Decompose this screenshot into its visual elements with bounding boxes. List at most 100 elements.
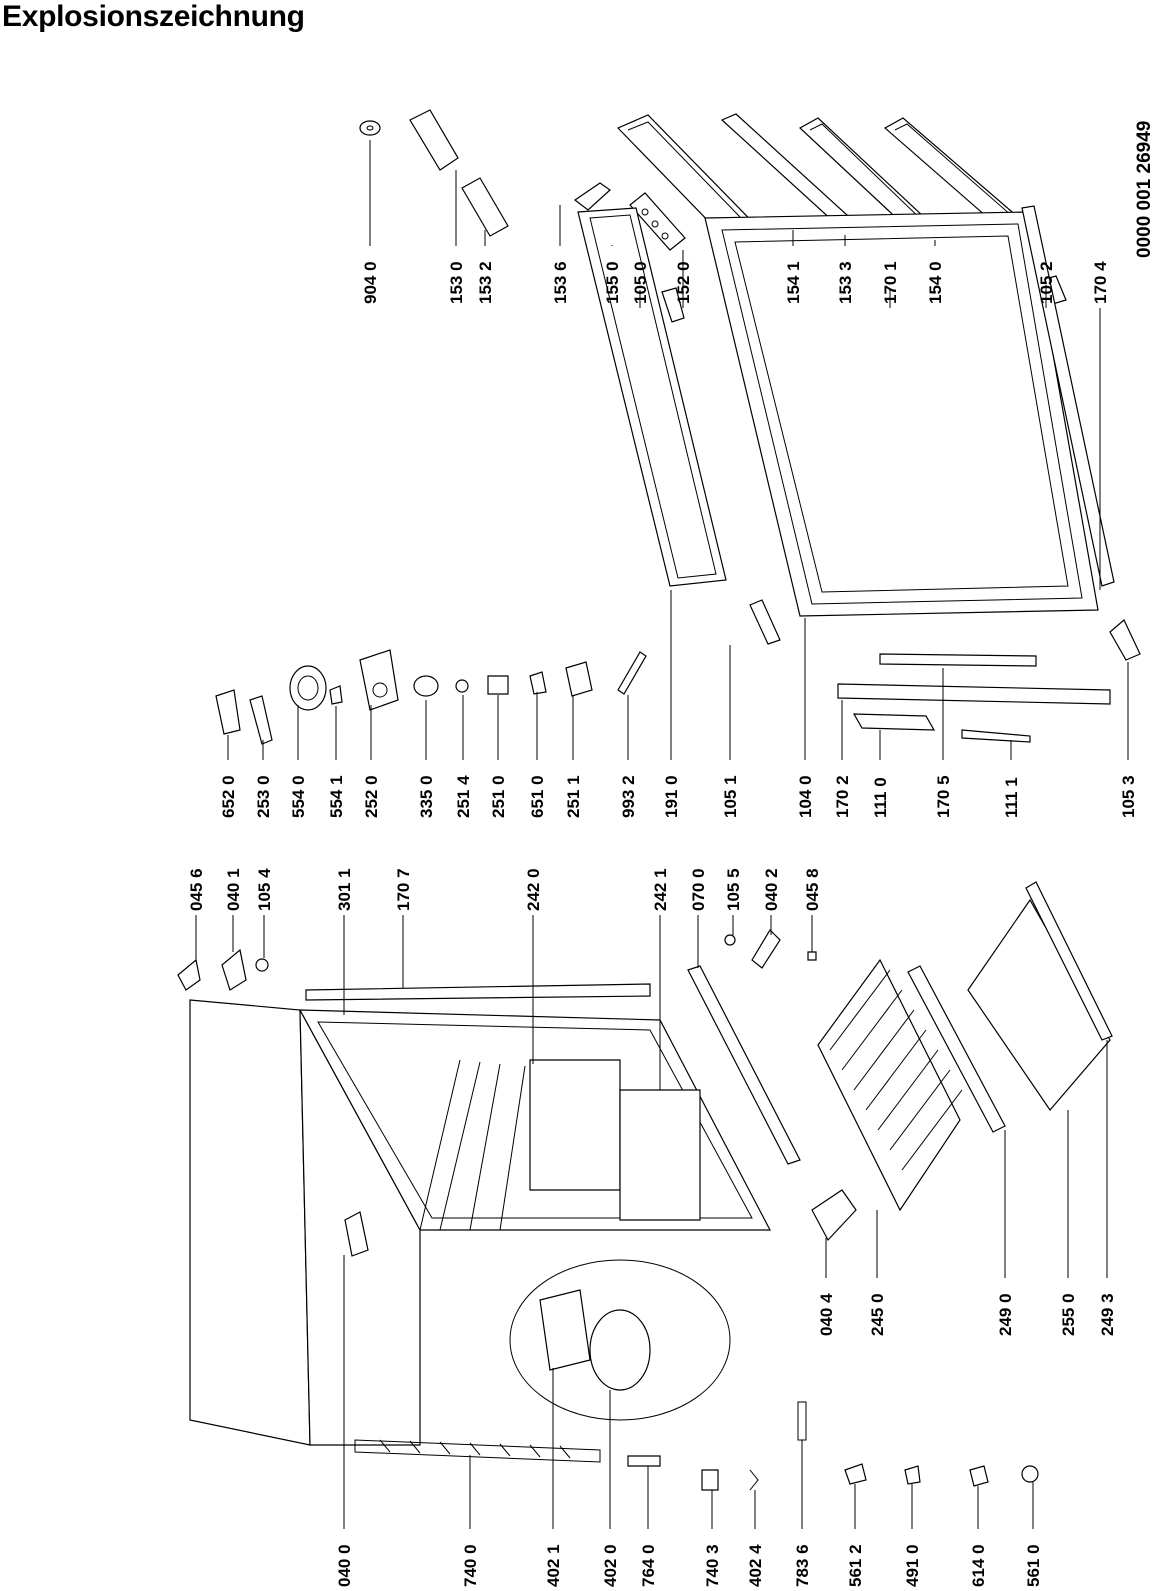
part-label-255-0: 255 0 xyxy=(1059,1293,1078,1336)
sensor-993-2 xyxy=(617,651,647,695)
strip-249-3 xyxy=(1025,881,1113,1041)
part-label-105-3: 105 3 xyxy=(1119,775,1138,818)
part-label-040-2: 040 2 xyxy=(762,868,781,911)
part-label-152-0: 152 0 xyxy=(674,261,693,304)
cover-153-2 xyxy=(461,177,509,237)
part-label-402-0: 402 0 xyxy=(601,1544,620,1587)
part-label-154-1: 154 1 xyxy=(784,261,803,304)
hinge-040-4 xyxy=(811,1189,857,1242)
part-561-2 xyxy=(844,1463,867,1485)
part-label-491-0: 491 0 xyxy=(903,1544,922,1587)
part-764-0 xyxy=(627,1455,661,1467)
compressor-402-0 xyxy=(589,1309,651,1391)
hinge-040-2 xyxy=(751,929,781,969)
cabinet-body xyxy=(189,983,771,1463)
hinge-105-0 xyxy=(661,287,685,323)
small-parts-bottom xyxy=(627,1401,1039,1491)
part-label-740-0: 740 0 xyxy=(461,1544,480,1587)
part-label-105-5: 105 5 xyxy=(724,868,743,911)
part-251-1 xyxy=(565,661,593,697)
part-label-045-8: 045 8 xyxy=(803,868,822,911)
compressor-compartment xyxy=(509,1259,731,1421)
part-label-335-0: 335 0 xyxy=(417,775,436,818)
part-554-1 xyxy=(329,685,343,705)
part-label-191-0: 191 0 xyxy=(662,775,681,818)
part-label-153-0: 153 0 xyxy=(447,261,466,304)
part-label-402-1: 402 1 xyxy=(544,1544,563,1587)
part-045-6 xyxy=(177,958,201,991)
part-label-242-0: 242 0 xyxy=(524,868,543,911)
part-label-153-6: 153 6 xyxy=(551,261,570,304)
part-label-561-2: 561 2 xyxy=(846,1544,865,1587)
leader-lines xyxy=(195,140,1129,1529)
part-label-554-1: 554 1 xyxy=(327,775,346,818)
part-label-740-3: 740 3 xyxy=(703,1544,722,1587)
washer-904-0 xyxy=(359,120,381,136)
part-label-040-0: 040 0 xyxy=(335,1544,354,1587)
part-651-0 xyxy=(529,671,547,695)
hinge-105-3 xyxy=(1109,619,1141,661)
part-label-111-1: 111 1 xyxy=(1002,777,1021,818)
part-491-0 xyxy=(904,1465,921,1485)
part-561-0 xyxy=(1021,1465,1039,1483)
part-label-402-4: 402 4 xyxy=(746,1544,765,1587)
part-label-105-1: 105 1 xyxy=(721,775,740,818)
screw-045-8 xyxy=(807,951,817,961)
relay-402-1 xyxy=(539,1289,591,1371)
bracket-153-6 xyxy=(573,182,611,211)
part-740-3 xyxy=(701,1469,719,1491)
control-parts xyxy=(215,649,647,745)
part-label-154-0: 154 0 xyxy=(926,261,945,304)
part-614-0 xyxy=(969,1465,989,1487)
part-label-251-1: 251 1 xyxy=(564,775,583,818)
part-label-651-0: 651 0 xyxy=(528,775,547,818)
part-label-170-1: 170 1 xyxy=(881,261,900,304)
condenser-740-0 xyxy=(354,1439,601,1463)
crisper-242-1 xyxy=(619,1089,701,1221)
part-label-105-0: 105 0 xyxy=(631,261,650,304)
cover-153-0 xyxy=(409,109,459,171)
part-label-105-4: 105 4 xyxy=(255,868,274,911)
fan-554-0 xyxy=(289,665,327,711)
part-label-301-1: 301 1 xyxy=(335,868,354,911)
rail-170-7 xyxy=(305,983,651,1001)
part-label-251-4: 251 4 xyxy=(454,775,473,818)
part-label-153-3: 153 3 xyxy=(836,261,855,304)
part-label-993-2: 993 2 xyxy=(619,775,638,818)
housing-251-0 xyxy=(487,675,509,695)
door-parts xyxy=(359,109,1141,743)
part-label-764-0: 764 0 xyxy=(639,1544,658,1587)
hinge-040-0 xyxy=(344,1211,369,1257)
part-label-253-0: 253 0 xyxy=(254,775,273,818)
part-label-614-0: 614 0 xyxy=(969,1544,988,1587)
glass-shelf-255-0 xyxy=(967,898,1111,1111)
part-label-252-0: 252 0 xyxy=(362,775,381,818)
rail-070-0 xyxy=(687,965,801,1165)
ring-251-4 xyxy=(455,679,469,693)
part-label-170-5: 170 5 xyxy=(934,775,953,818)
egg-tray-155-0 xyxy=(629,192,686,251)
part-label-045-6: 045 6 xyxy=(187,868,206,911)
part-label-242-1: 242 1 xyxy=(651,868,670,911)
gasket-191-0 xyxy=(577,207,727,587)
page-title: Explosionszeichnung xyxy=(2,0,305,33)
part-label-904-0: 904 0 xyxy=(361,261,380,304)
thermostat-252-0 xyxy=(359,649,399,711)
part-253-0 xyxy=(249,695,273,745)
part-label-783-6: 783 6 xyxy=(793,1544,812,1587)
part-label-249-3: 249 3 xyxy=(1098,1293,1117,1336)
part-label-652-0: 652 0 xyxy=(219,775,238,818)
part-label-251-0: 251 0 xyxy=(489,775,508,818)
part-label-170-2: 170 2 xyxy=(833,775,852,818)
part-label-170-4: 170 4 xyxy=(1091,261,1110,304)
plate-111-0 xyxy=(852,713,936,731)
part-105-5 xyxy=(724,934,736,946)
rail-170-2 xyxy=(837,683,1111,705)
part-783-6 xyxy=(797,1401,807,1441)
part-652-0 xyxy=(215,689,241,735)
part-label-155-0: 155 0 xyxy=(603,261,622,304)
part-label-153-2: 153 2 xyxy=(476,261,495,304)
rail-170-5 xyxy=(879,653,1037,667)
cabinet-top xyxy=(189,999,311,1446)
